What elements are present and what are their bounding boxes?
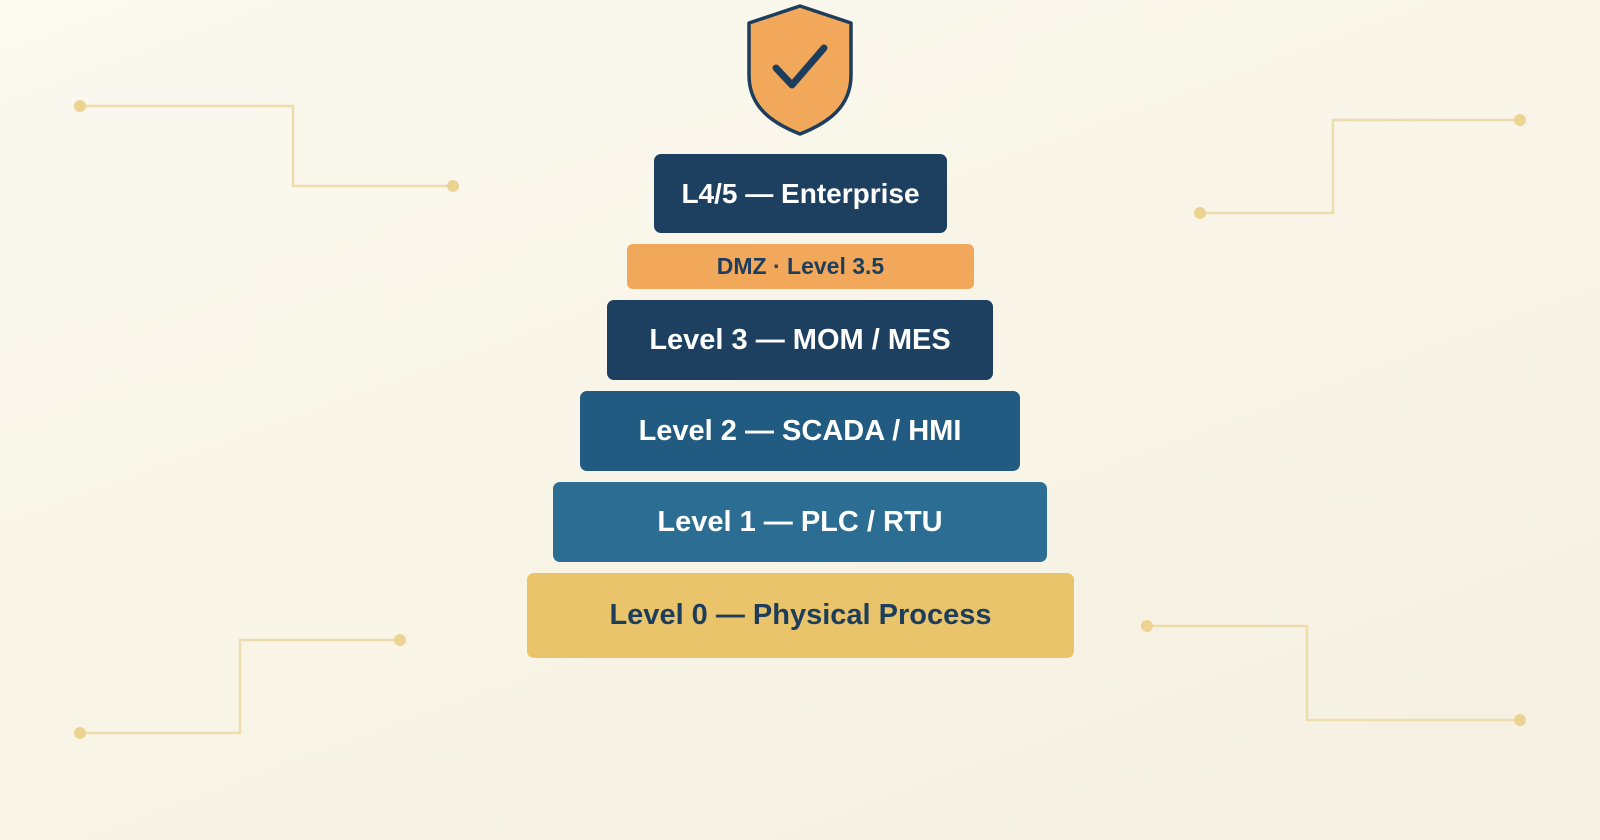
layer-level-1-label: Level 1 — PLC / RTU <box>657 505 943 538</box>
layer-dmz-label: DMZ · Level 3.5 <box>716 253 885 279</box>
layer-dmz: DMZ · Level 3.5 <box>627 244 974 289</box>
layer-level-3-label: Level 3 — MOM / MES <box>649 323 951 356</box>
circuit-trace-bottom-left <box>74 634 406 739</box>
layer-enterprise: L4/5 — Enterprise <box>654 154 947 233</box>
shield-check-icon <box>747 4 853 136</box>
layer-level-1: Level 1 — PLC / RTU <box>553 482 1047 562</box>
layer-level-2: Level 2 — SCADA / HMI <box>580 391 1020 471</box>
circuit-trace-bottom-right <box>1141 620 1526 726</box>
layer-level-0-label: Level 0 — Physical Process <box>609 599 992 631</box>
layer-level-2-label: Level 2 — SCADA / HMI <box>638 414 962 447</box>
layer-level-3: Level 3 — MOM / MES <box>607 300 993 380</box>
circuit-trace-top-left <box>74 100 459 192</box>
layer-level-0: Level 0 — Physical Process <box>527 573 1074 658</box>
circuit-trace-top-right <box>1194 114 1526 219</box>
layer-enterprise-label: L4/5 — Enterprise <box>681 177 920 209</box>
